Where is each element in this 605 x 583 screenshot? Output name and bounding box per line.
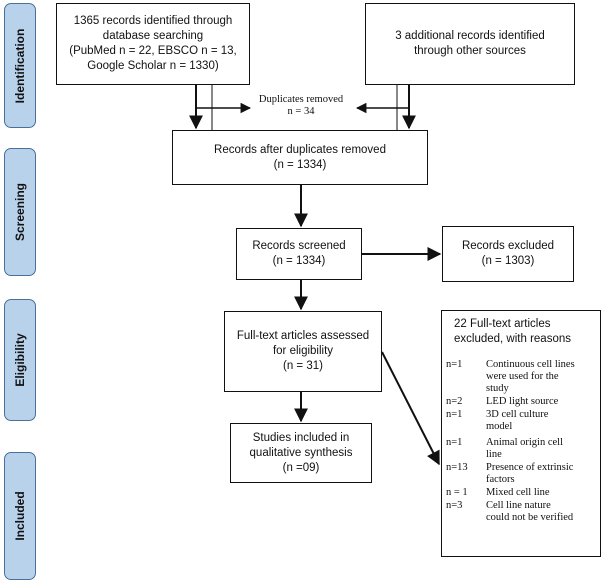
database-line-1: 1365 records identified through xyxy=(73,15,233,27)
fulltext-assessed-box: Full-text articles assessed for eligibil… xyxy=(224,311,382,392)
fulltext-excluded-title-2: excluded, with reasons xyxy=(454,333,571,345)
other-sources-line-1: 3 additional records identified xyxy=(395,30,545,42)
reason-row: n=1 Animal origin cell line xyxy=(446,437,596,461)
database-line-4: Google Scholar n = 1330) xyxy=(87,60,219,72)
excluded-line-2: (n = 1303) xyxy=(481,255,535,267)
arrow-to-fulltext-excluded xyxy=(381,351,440,466)
included-line-2: qualitative synthesis xyxy=(249,446,353,459)
included-line-1: Studies included in xyxy=(252,431,350,444)
reason-text: Continuous cell lines xyxy=(486,359,575,370)
duplicates-line-2: n = 34 xyxy=(287,106,315,117)
other-sources-box: 3 additional records identified through … xyxy=(365,3,575,85)
studies-included-box: Studies included in qualitative synthesi… xyxy=(230,423,372,483)
reason-row: n=1 Continuous cell lines were used for … xyxy=(446,359,596,395)
reason-text: study xyxy=(486,383,509,394)
database-line-2: database searching xyxy=(102,30,204,42)
duplicates-line-1: Duplicates removed xyxy=(258,94,344,105)
reason-count: n=1 xyxy=(446,409,463,420)
reason-text: Mixed cell line xyxy=(486,487,550,498)
reason-text: LED light source xyxy=(486,396,559,407)
reason-row: n=2 LED light source xyxy=(446,396,596,408)
reason-row: n=3 Cell line nature could not be verifi… xyxy=(446,500,596,524)
after-duplicates-line-2: (n = 1334) xyxy=(273,158,327,171)
phase-eligibility: Eligibility xyxy=(4,299,36,421)
reason-text: line xyxy=(486,449,502,460)
records-screened-box: Records screened (n = 1334) xyxy=(236,228,362,280)
reason-row: n=1 3D cell culture model xyxy=(446,409,596,433)
database-line-3: (PubMed n = 22, EBSCO n = 13, xyxy=(69,45,237,57)
reason-text: could not be verified xyxy=(486,512,574,523)
after-duplicates-box: Records after duplicates removed (n = 13… xyxy=(172,130,428,185)
phase-included: Included xyxy=(4,452,36,580)
reason-count: n=1 xyxy=(446,359,463,370)
fulltext-excluded-box: 22 Full-text articles excluded, with rea… xyxy=(441,310,601,557)
reason-text: model xyxy=(486,421,513,432)
reason-text: Presence of extrinsic xyxy=(486,462,574,473)
excluded-line-1: Records excluded xyxy=(461,240,555,252)
fulltext-line-2: for eligibility xyxy=(272,345,334,357)
fulltext-excluded-title-1: 22 Full-text articles xyxy=(454,318,551,330)
fulltext-line-1: Full-text articles assessed xyxy=(236,330,370,342)
reason-text: 3D cell culture xyxy=(486,409,549,420)
reason-count: n=2 xyxy=(446,396,463,407)
reason-text: were used for the xyxy=(486,371,559,382)
records-excluded-box: Records excluded (n = 1303) xyxy=(442,226,574,282)
reason-count: n = 1 xyxy=(446,487,468,498)
reason-count: n=1 xyxy=(446,437,463,448)
after-duplicates-line-1: Records after duplicates removed xyxy=(214,143,386,156)
reason-count: n=13 xyxy=(446,462,468,473)
fulltext-line-3: (n = 31) xyxy=(283,360,323,372)
phase-identification: Identification xyxy=(4,3,36,128)
reason-row: n = 1 Mixed cell line xyxy=(446,487,596,499)
included-line-3: (n =09) xyxy=(282,461,320,474)
phase-screening: Screening xyxy=(4,148,36,276)
duplicates-removed-label: Duplicates removed n = 34 xyxy=(236,94,366,118)
database-records-box: 1365 records identified through database… xyxy=(56,3,250,85)
exclusion-reasons-list: n=1 Continuous cell lines were used for … xyxy=(442,347,600,524)
reason-count: n=3 xyxy=(446,500,463,511)
screened-line-1: Records screened xyxy=(252,240,346,252)
other-sources-line-2: through other sources xyxy=(414,45,526,57)
reason-text: Cell line nature xyxy=(486,500,551,511)
reason-text: factors xyxy=(486,474,515,485)
screened-line-2: (n = 1334) xyxy=(272,255,326,267)
reason-text: Animal origin cell xyxy=(486,437,563,448)
reason-row: n=13 Presence of extrinsic factors xyxy=(446,462,596,486)
